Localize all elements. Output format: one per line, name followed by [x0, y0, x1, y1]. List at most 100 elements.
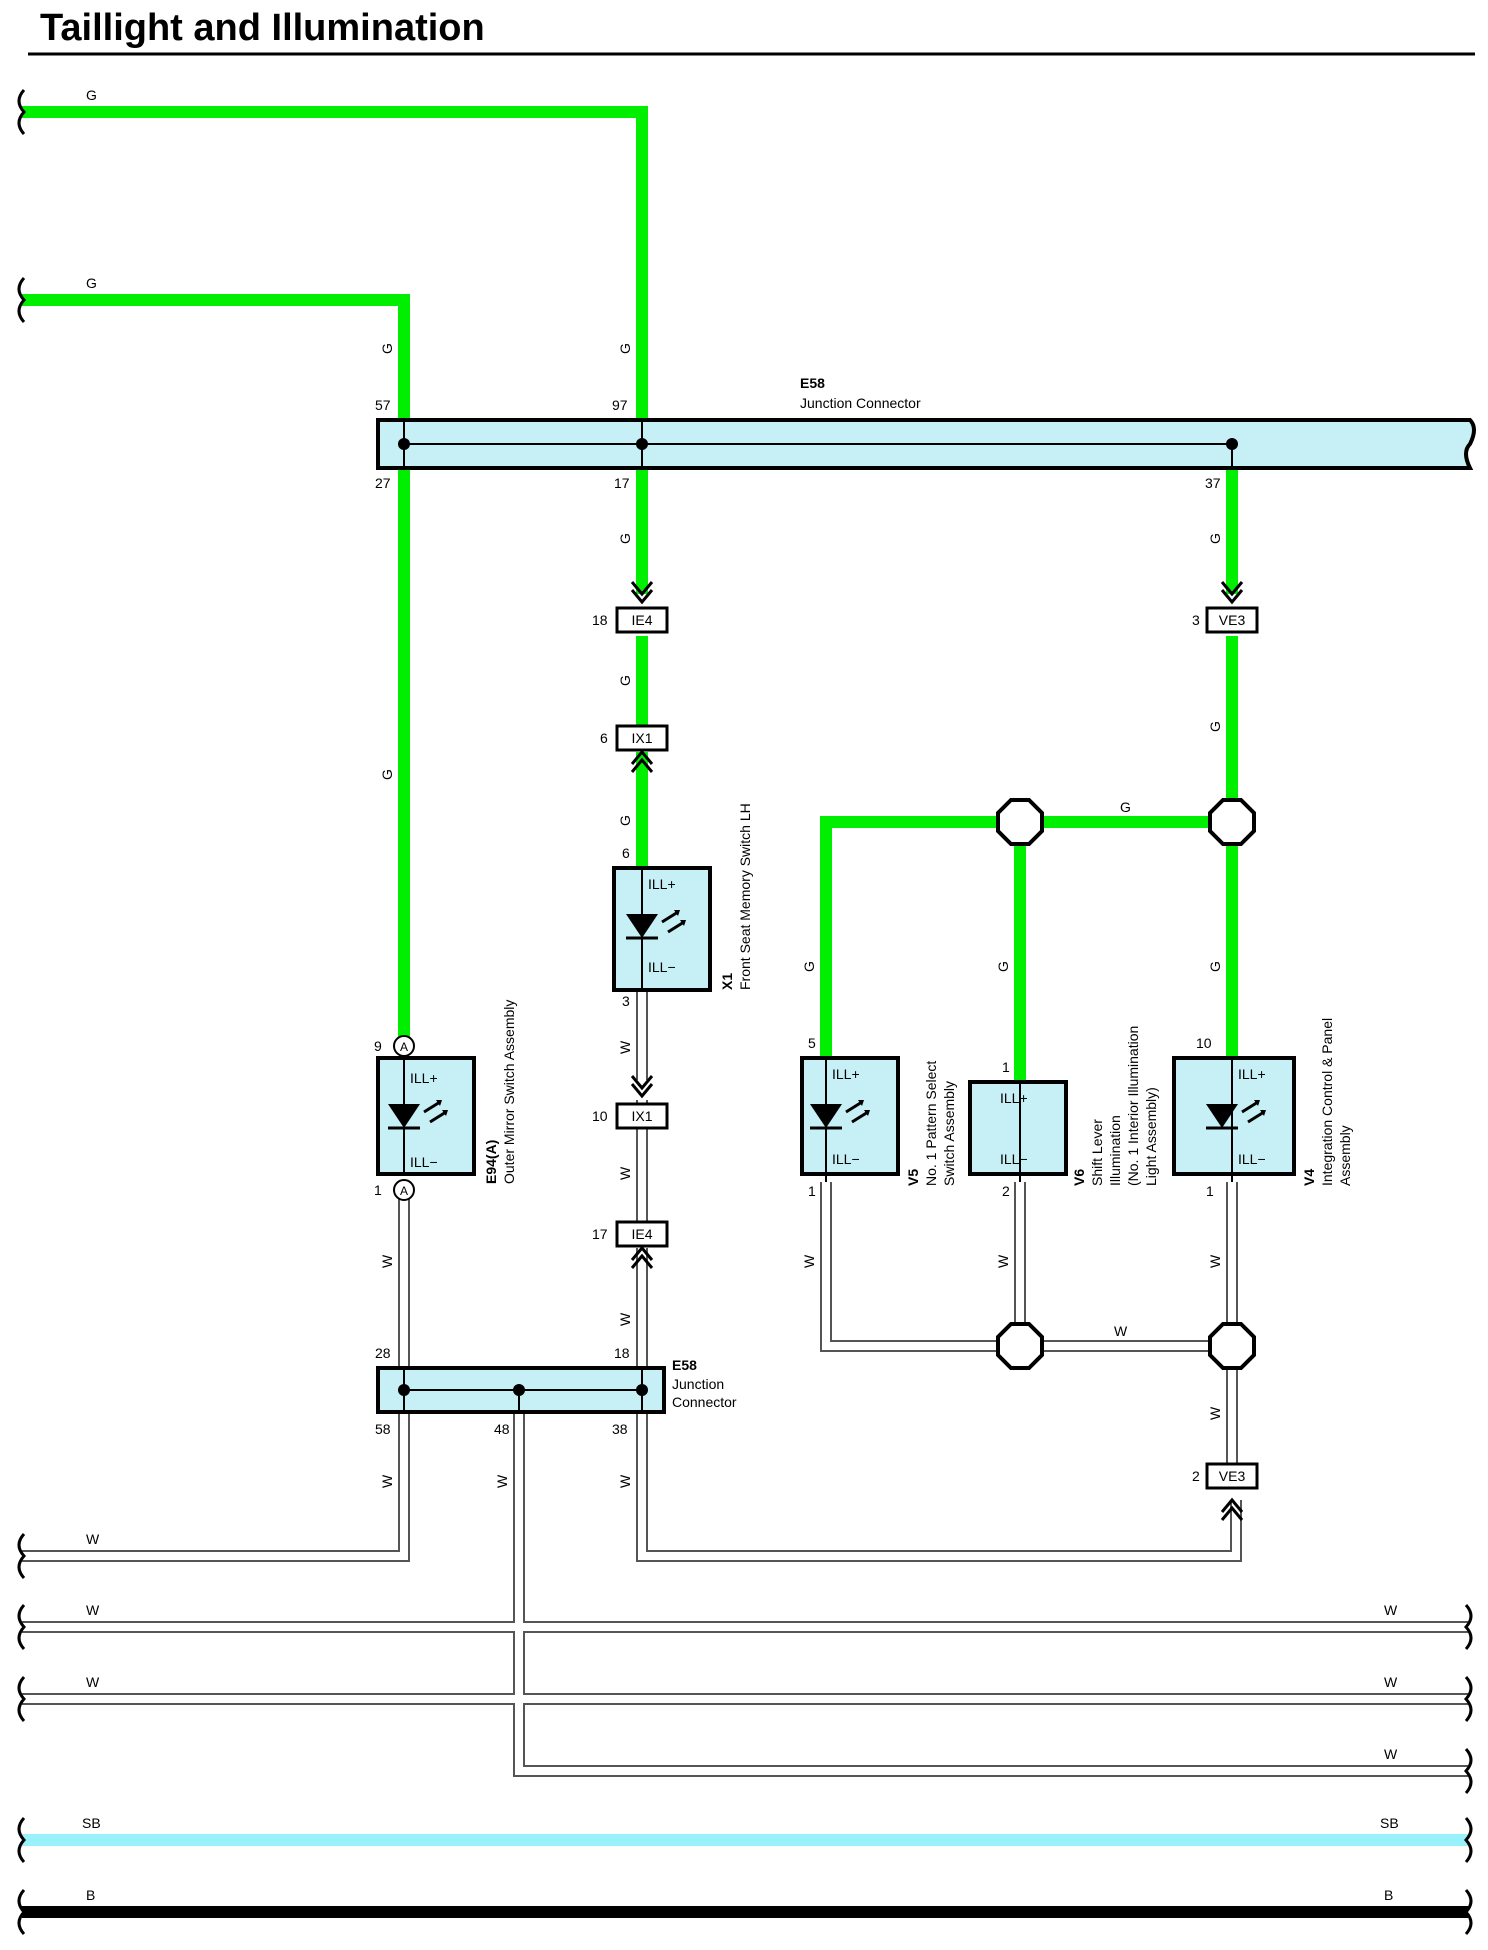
e58-bottom-name-2: Connector	[672, 1394, 737, 1410]
pin-48: 48	[494, 1421, 510, 1437]
splice-point	[1208, 1322, 1256, 1370]
connector-ix1-b-pin: 10	[592, 1108, 608, 1124]
wire-label-g: G	[801, 961, 817, 972]
wire-label-w: W	[1207, 1254, 1223, 1268]
v5-ill-plus: ILL+	[832, 1066, 860, 1082]
wire-label-w: W	[86, 1531, 100, 1547]
v6-ill-plus: ILL+	[1000, 1090, 1028, 1106]
e94-pin-top: 9	[374, 1038, 382, 1054]
connector-ve3-a	[1205, 606, 1259, 634]
wire-label-sb: SB	[1380, 1815, 1399, 1831]
wire-label-w: W	[86, 1674, 100, 1690]
wire-label-g: G	[1207, 533, 1223, 544]
wire-label-w: W	[494, 1474, 510, 1488]
component-v5	[800, 1056, 900, 1182]
wire-label-w: W	[617, 1474, 633, 1488]
connector-ie4-a-code: IE4	[631, 612, 652, 628]
wire-label-g: G	[617, 533, 633, 544]
connector-ie4-a-pin: 18	[592, 612, 608, 628]
wire-label-g: G	[617, 815, 633, 826]
v4-name-2: Assembly	[1337, 1125, 1353, 1186]
connector-ix1-a	[615, 724, 669, 752]
component-v4	[1172, 1056, 1296, 1182]
v6-name-1: Shift Lever	[1089, 1119, 1105, 1186]
wire-label-g: G	[86, 275, 97, 291]
v4-pin-top: 10	[1196, 1035, 1212, 1051]
e94-pin-bottom: 1	[374, 1182, 382, 1198]
connector-ve3-a-pin: 3	[1192, 612, 1200, 628]
x1-name: Front Seat Memory Switch LH	[737, 803, 753, 990]
wire-label-g: G	[379, 769, 395, 780]
v5-ill-minus: ILL−	[832, 1151, 860, 1167]
wire-label-b: B	[1384, 1887, 1393, 1903]
page-title: Taillight and Illumination	[40, 7, 485, 49]
v6-name-4: Light Assembly)	[1143, 1087, 1159, 1186]
v5-name-1: No. 1 Pattern Select	[923, 1061, 939, 1186]
junction-dot	[1226, 438, 1238, 450]
e58-top-junction-connector	[376, 418, 1476, 470]
wire-label-w: W	[801, 1254, 817, 1268]
wire-label-w: W	[379, 1474, 395, 1488]
wire-label-w: W	[86, 1602, 100, 1618]
v6-code: V6	[1071, 1169, 1087, 1186]
pin-38: 38	[612, 1421, 628, 1437]
connector-ix1-a-pin: 6	[600, 730, 608, 746]
pin-57: 57	[375, 397, 391, 413]
splice-point	[996, 798, 1044, 846]
connector-ix1-b	[615, 1102, 669, 1130]
e94-code: E94(A)	[483, 1140, 499, 1184]
wire-label-g: G	[995, 961, 1011, 972]
green-wires	[22, 106, 1238, 1082]
junction-dot	[636, 1384, 648, 1396]
wire-label-w: W	[617, 1040, 633, 1054]
x1-code: X1	[719, 973, 735, 990]
v4-pin-bottom: 1	[1206, 1183, 1214, 1199]
wire-label-w: W	[1384, 1602, 1398, 1618]
v5-name-2: Switch Assembly	[941, 1081, 957, 1186]
connector-ie4-a	[615, 606, 669, 634]
wire-label-g: G	[86, 87, 97, 103]
e58-top-code: E58	[800, 375, 825, 391]
v6-pin-top: 1	[1002, 1059, 1010, 1075]
v4-code: V4	[1301, 1169, 1317, 1186]
wire-label-w: W	[1384, 1746, 1398, 1762]
pin-27: 27	[375, 475, 391, 491]
wire-label-b: B	[86, 1887, 95, 1903]
pin-97: 97	[612, 397, 628, 413]
v4-ill-minus: ILL−	[1238, 1151, 1266, 1167]
splice-points	[996, 798, 1256, 1370]
connector-ie4-b-pin: 17	[592, 1226, 608, 1242]
wire-label-sb: SB	[82, 1815, 101, 1831]
splice-point	[1208, 798, 1256, 846]
wire-color-labels: G G G G G G G G G G G G G G W W W W W W …	[82, 87, 1399, 1903]
inline-connectors	[630, 581, 1244, 1521]
pin-58: 58	[375, 1421, 391, 1437]
v5-code: V5	[905, 1169, 921, 1186]
v4-name-1: Integration Control & Panel	[1319, 1018, 1335, 1186]
connector-ve3-b-code: VE3	[1219, 1468, 1246, 1484]
v6-name-3: (No. 1 Interior Illumination	[1125, 1026, 1141, 1186]
pin-37: 37	[1205, 475, 1221, 491]
wire-label-w: W	[1114, 1323, 1128, 1339]
wire-label-w: W	[617, 1312, 633, 1326]
e58-bottom-name-1: Junction	[672, 1376, 724, 1392]
splice-point	[996, 1322, 1044, 1370]
wire-label-w: W	[617, 1166, 633, 1180]
e94-pin-tag-bottom: A	[400, 1184, 408, 1198]
connector-ix1-b-code: IX1	[631, 1108, 652, 1124]
e58-bottom-junction-connector	[376, 1366, 666, 1414]
connector-ve3-b	[1205, 1462, 1259, 1490]
x1-pin-top: 6	[622, 845, 630, 861]
v6-pin-bottom: 2	[1002, 1183, 1010, 1199]
wire-label-g: G	[617, 675, 633, 686]
v6-name-2: Illumination	[1107, 1115, 1123, 1186]
e58-top-name: Junction Connector	[800, 395, 921, 411]
wire-label-g: G	[1207, 961, 1223, 972]
pin-17: 17	[614, 475, 630, 491]
wire-label-w: W	[1384, 1674, 1398, 1690]
e94-ill-minus: ILL−	[410, 1154, 438, 1170]
connector-ix1-a-code: IX1	[631, 730, 652, 746]
x1-pin-bottom: 3	[622, 993, 630, 1009]
v6-ill-minus: ILL−	[1000, 1151, 1028, 1167]
